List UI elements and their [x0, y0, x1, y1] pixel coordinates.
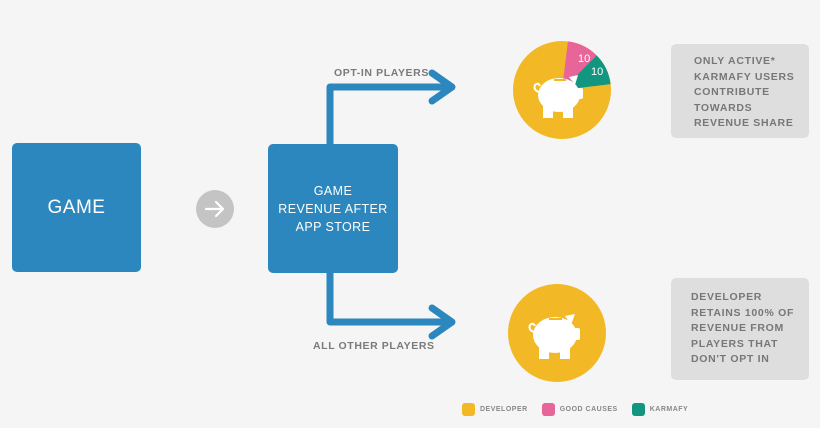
opt-in-pie-chart: 10 10: [513, 41, 611, 139]
legend: DEVELOPER GOOD CAUSES KARMAFY: [462, 403, 702, 416]
opt-in-label: OPT-IN PLAYERS: [334, 67, 429, 79]
other-players-note: DEVELOPER RETAINS 100% OF REVENUE FROM P…: [671, 278, 809, 380]
revenue-label: GAME REVENUE AFTER APP STORE: [278, 183, 388, 234]
karmafy-swatch: [631, 403, 645, 416]
right-arrow-icon: [196, 190, 234, 228]
game-box: GAME: [12, 143, 141, 272]
revenue-box: GAME REVENUE AFTER APP STORE: [268, 144, 398, 273]
karmafy-value: 10: [591, 66, 603, 78]
developer-swatch: [462, 403, 475, 416]
good-causes-swatch: [541, 403, 555, 416]
piggy-bank-icon: [533, 75, 583, 118]
piggy-bank-icon: [528, 314, 580, 359]
legend-developer: DEVELOPER: [462, 403, 528, 416]
good-causes-value: 10: [578, 53, 590, 65]
legend-karmafy: KARMAFY: [631, 403, 689, 416]
other-players-pie-chart: [508, 284, 606, 382]
legend-good-causes: GOOD CAUSES: [541, 403, 618, 416]
other-players-label: ALL OTHER PLAYERS: [313, 340, 435, 352]
opt-in-note: ONLY ACTIVE* KARMAFY USERS CONTRIBUTE TO…: [671, 44, 809, 138]
game-label: GAME: [47, 196, 106, 218]
